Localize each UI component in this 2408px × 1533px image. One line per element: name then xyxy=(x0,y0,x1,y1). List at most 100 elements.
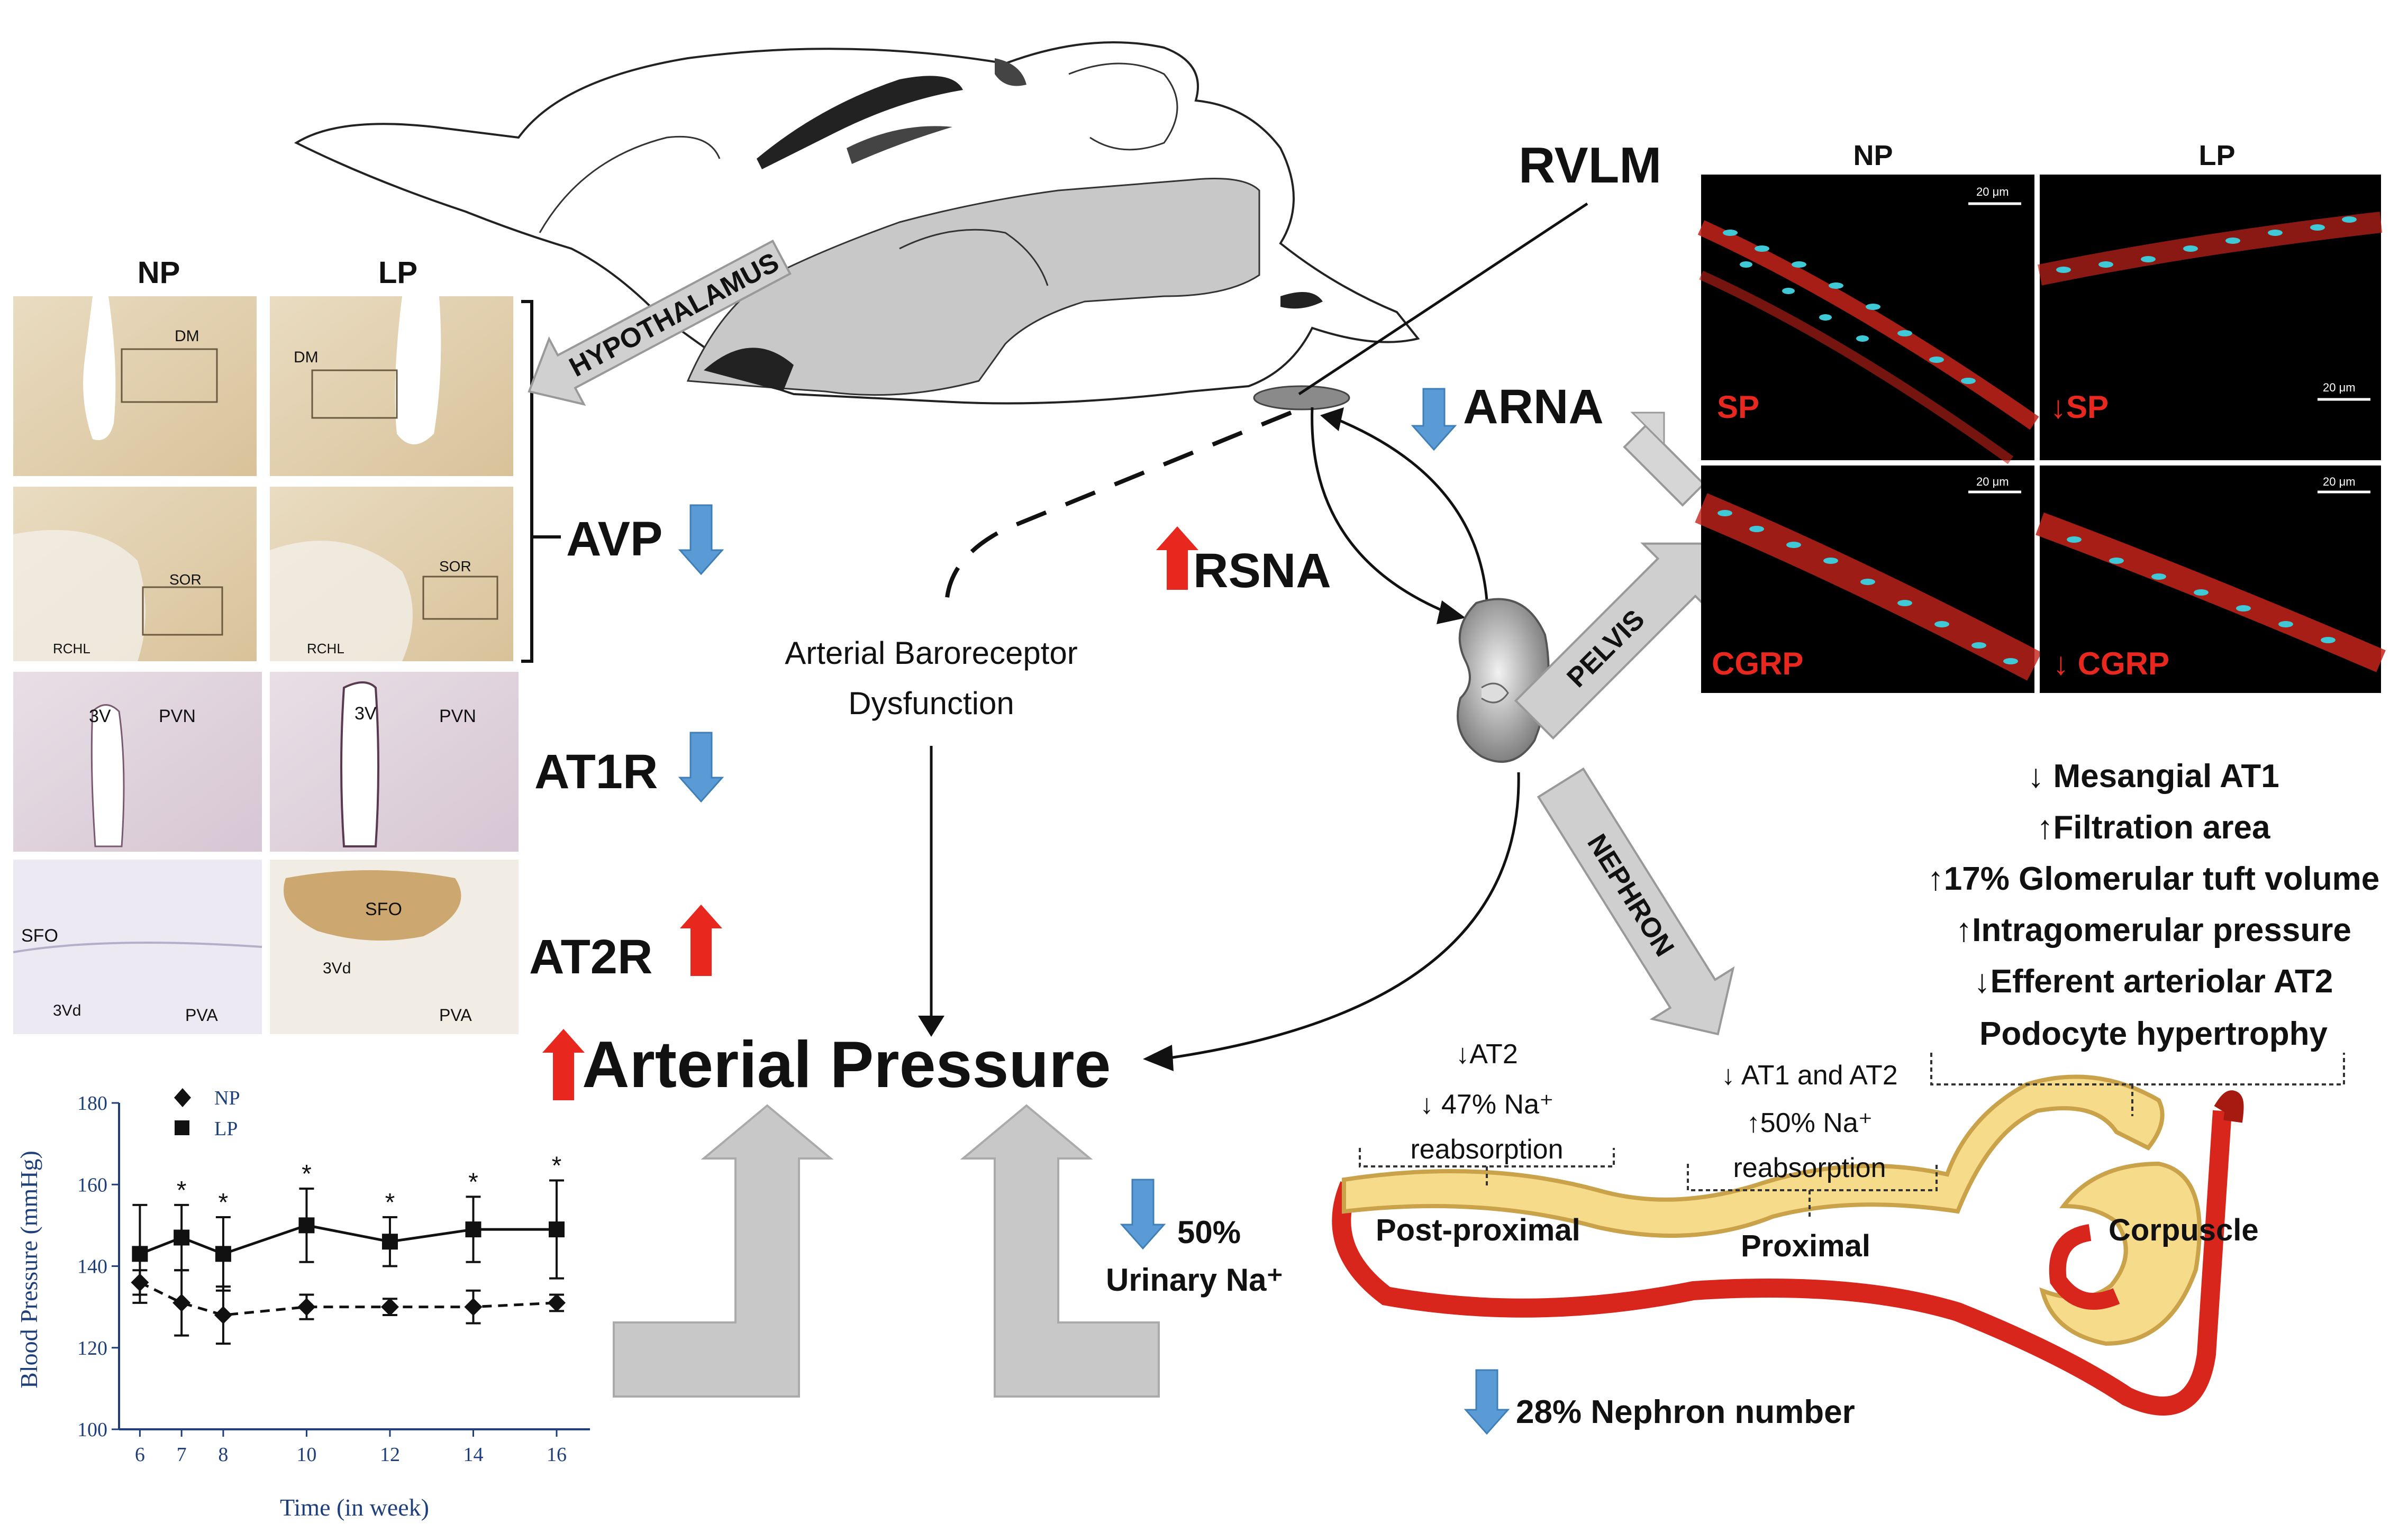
gray-upward-arrows xyxy=(613,1104,1160,1398)
ventricle-lp-dm xyxy=(395,296,441,444)
arna-label: ARNA xyxy=(1463,380,1604,434)
gray-arrow-left xyxy=(613,1104,834,1398)
significance-asterisk: * xyxy=(552,1152,562,1180)
scale-lp-cgrp: 20 μm xyxy=(2323,475,2356,488)
y-tick-label: 100 xyxy=(77,1419,107,1441)
series-line-lp xyxy=(139,1224,557,1256)
proximal-notes: ↓ AT1 and AT2 ↑50% Na⁺ reabsorption xyxy=(1687,1060,1938,1217)
label-sor-lp: SOR xyxy=(439,558,471,574)
nephron-diagram: Post-proximal Proximal Corpuscle xyxy=(1332,1074,2259,1416)
histology-panels: NP LP DM DM SOR RCHL SOR RCHL 3V PVN 3V … xyxy=(13,256,561,1034)
data-point-lp xyxy=(132,1246,148,1262)
legend-np-label: NP xyxy=(214,1087,240,1109)
label-3v-lp: 3V xyxy=(355,704,377,724)
x-tick-label: 16 xyxy=(547,1444,567,1466)
data-point-lp xyxy=(298,1217,315,1234)
fluor-cgrp-np: CGRP xyxy=(1712,646,1803,681)
urinary-down-arrow xyxy=(1120,1179,1166,1250)
glomerular-note-6: Podocyte hypertrophy xyxy=(1979,1016,2328,1052)
post-proximal-note-1: ↓AT2 xyxy=(1456,1039,1518,1070)
fluor-col-lp: LP xyxy=(2198,140,2235,171)
arna-down-arrow xyxy=(1411,388,1457,451)
proximal-note-3: reabsorption xyxy=(1733,1153,1886,1183)
significance-asterisk: * xyxy=(177,1176,187,1204)
label-dm-np: DM xyxy=(175,327,199,345)
data-point-np xyxy=(380,1298,399,1316)
legend-lp-marker xyxy=(175,1120,189,1135)
baroreflex-connections: RVLM Arterial Baroreceptor Dysfunction R… xyxy=(785,137,1661,1037)
label-3vd-lp: 3Vd xyxy=(323,960,351,977)
proximal-note-1: ↓ AT1 and AT2 xyxy=(1721,1060,1897,1091)
data-point-lp xyxy=(215,1246,231,1262)
ventricle-np-dm xyxy=(83,296,116,440)
histology-lp-pvn xyxy=(270,672,519,852)
at2r-label: AT2R xyxy=(529,930,652,984)
scale-np-cgrp: 20 μm xyxy=(1976,475,2009,488)
label-sor-np: SOR xyxy=(169,571,202,588)
fluor-col-np: NP xyxy=(1853,140,1893,171)
glomerular-note-3: ↑17% Glomerular tuft volume xyxy=(1928,861,2379,897)
x-tick-label: 6 xyxy=(135,1444,145,1466)
chart-legend: NP LP xyxy=(174,1087,240,1140)
label-pvn-np: PVN xyxy=(159,706,196,726)
significance-asterisk: * xyxy=(302,1160,312,1188)
rsna-pathway xyxy=(1311,407,1450,615)
proximal-label: Proximal xyxy=(1741,1229,1870,1263)
y-tick-label: 180 xyxy=(77,1092,107,1115)
x-tick-label: 10 xyxy=(296,1444,316,1466)
histology-bracket xyxy=(521,300,533,663)
label-sfo-np: SFO xyxy=(21,926,58,946)
histology-col-lp: LP xyxy=(378,256,417,290)
urinary-pct: 50% xyxy=(1177,1215,1241,1250)
nephron-number: 28% Nephron number xyxy=(1464,1369,1855,1435)
label-pvn-lp: PVN xyxy=(439,706,476,726)
y-tick-label: 140 xyxy=(77,1256,107,1278)
label-rchl-np: RCHL xyxy=(53,641,90,656)
sfo-stained-region xyxy=(284,870,461,941)
label-pva-lp: PVA xyxy=(439,1006,472,1025)
x-tick-label: 12 xyxy=(380,1444,400,1466)
nephron-arrow: NEPHRON xyxy=(1537,767,1735,1036)
left-labels: AVP AT1R AT2R Arterial Pressure xyxy=(529,504,1111,1101)
nephron-number-label: 28% Nephron number xyxy=(1516,1394,1855,1430)
data-point-lp xyxy=(174,1229,190,1246)
tubule xyxy=(1342,1074,2165,1238)
at2r-up-arrow xyxy=(680,905,722,976)
data-point-np xyxy=(214,1306,232,1325)
kidney-icon xyxy=(1143,598,1550,1071)
baroreceptor-label-1: Arterial Baroreceptor xyxy=(785,635,1078,671)
arterial-pressure-up-arrow xyxy=(542,1029,585,1100)
avp-label: AVP xyxy=(566,512,662,566)
data-point-np xyxy=(297,1298,316,1316)
data-point-np xyxy=(172,1293,191,1312)
fluorescence-panels: NP LP SP 20 μm ↓SP 20 μm CGR xyxy=(1695,140,2386,693)
y-axis-label: Blood Pressure (mmHg) xyxy=(15,1151,42,1389)
label-3v-np: 3V xyxy=(89,706,111,726)
histology-np-pvn xyxy=(13,672,262,852)
nephron-number-down-arrow xyxy=(1464,1369,1510,1435)
proximal-note-2: ↑50% Na⁺ xyxy=(1747,1108,1873,1138)
fluor-cgrp-lp: ↓ CGRP xyxy=(2053,646,2169,681)
at1r-label: AT1R xyxy=(534,745,658,799)
x-tick-label: 14 xyxy=(463,1444,483,1466)
avp-down-arrow xyxy=(678,504,724,576)
significance-asterisk: * xyxy=(385,1189,395,1217)
at1r-down-arrow xyxy=(678,732,724,803)
post-proximal-note-3: reabsorption xyxy=(1410,1134,1563,1165)
histology-np-dm xyxy=(13,296,257,476)
baroreceptor-label-2: Dysfunction xyxy=(848,686,1014,721)
data-point-lp xyxy=(465,1221,481,1238)
urinary-sodium: 50% Urinary Na⁺ xyxy=(1106,1179,1283,1298)
histology-col-np: NP xyxy=(138,256,180,290)
x-axis-label: Time (in week) xyxy=(280,1494,429,1521)
glomerular-notes: ↓ Mesangial AT1 ↑Filtration area ↑17% Gl… xyxy=(1928,758,2379,1116)
rsna-up-arrow xyxy=(1156,526,1198,590)
post-proximal-label: Post-proximal xyxy=(1376,1213,1580,1247)
post-proximal-note-2: ↓ 47% Na⁺ xyxy=(1420,1089,1554,1120)
label-dm-lp: DM xyxy=(294,349,319,366)
corpuscle-label: Corpuscle xyxy=(2109,1213,2259,1247)
baroreceptor-arrowhead xyxy=(918,1016,944,1037)
glomerular-note-1: ↓ Mesangial AT1 xyxy=(2028,758,2279,795)
